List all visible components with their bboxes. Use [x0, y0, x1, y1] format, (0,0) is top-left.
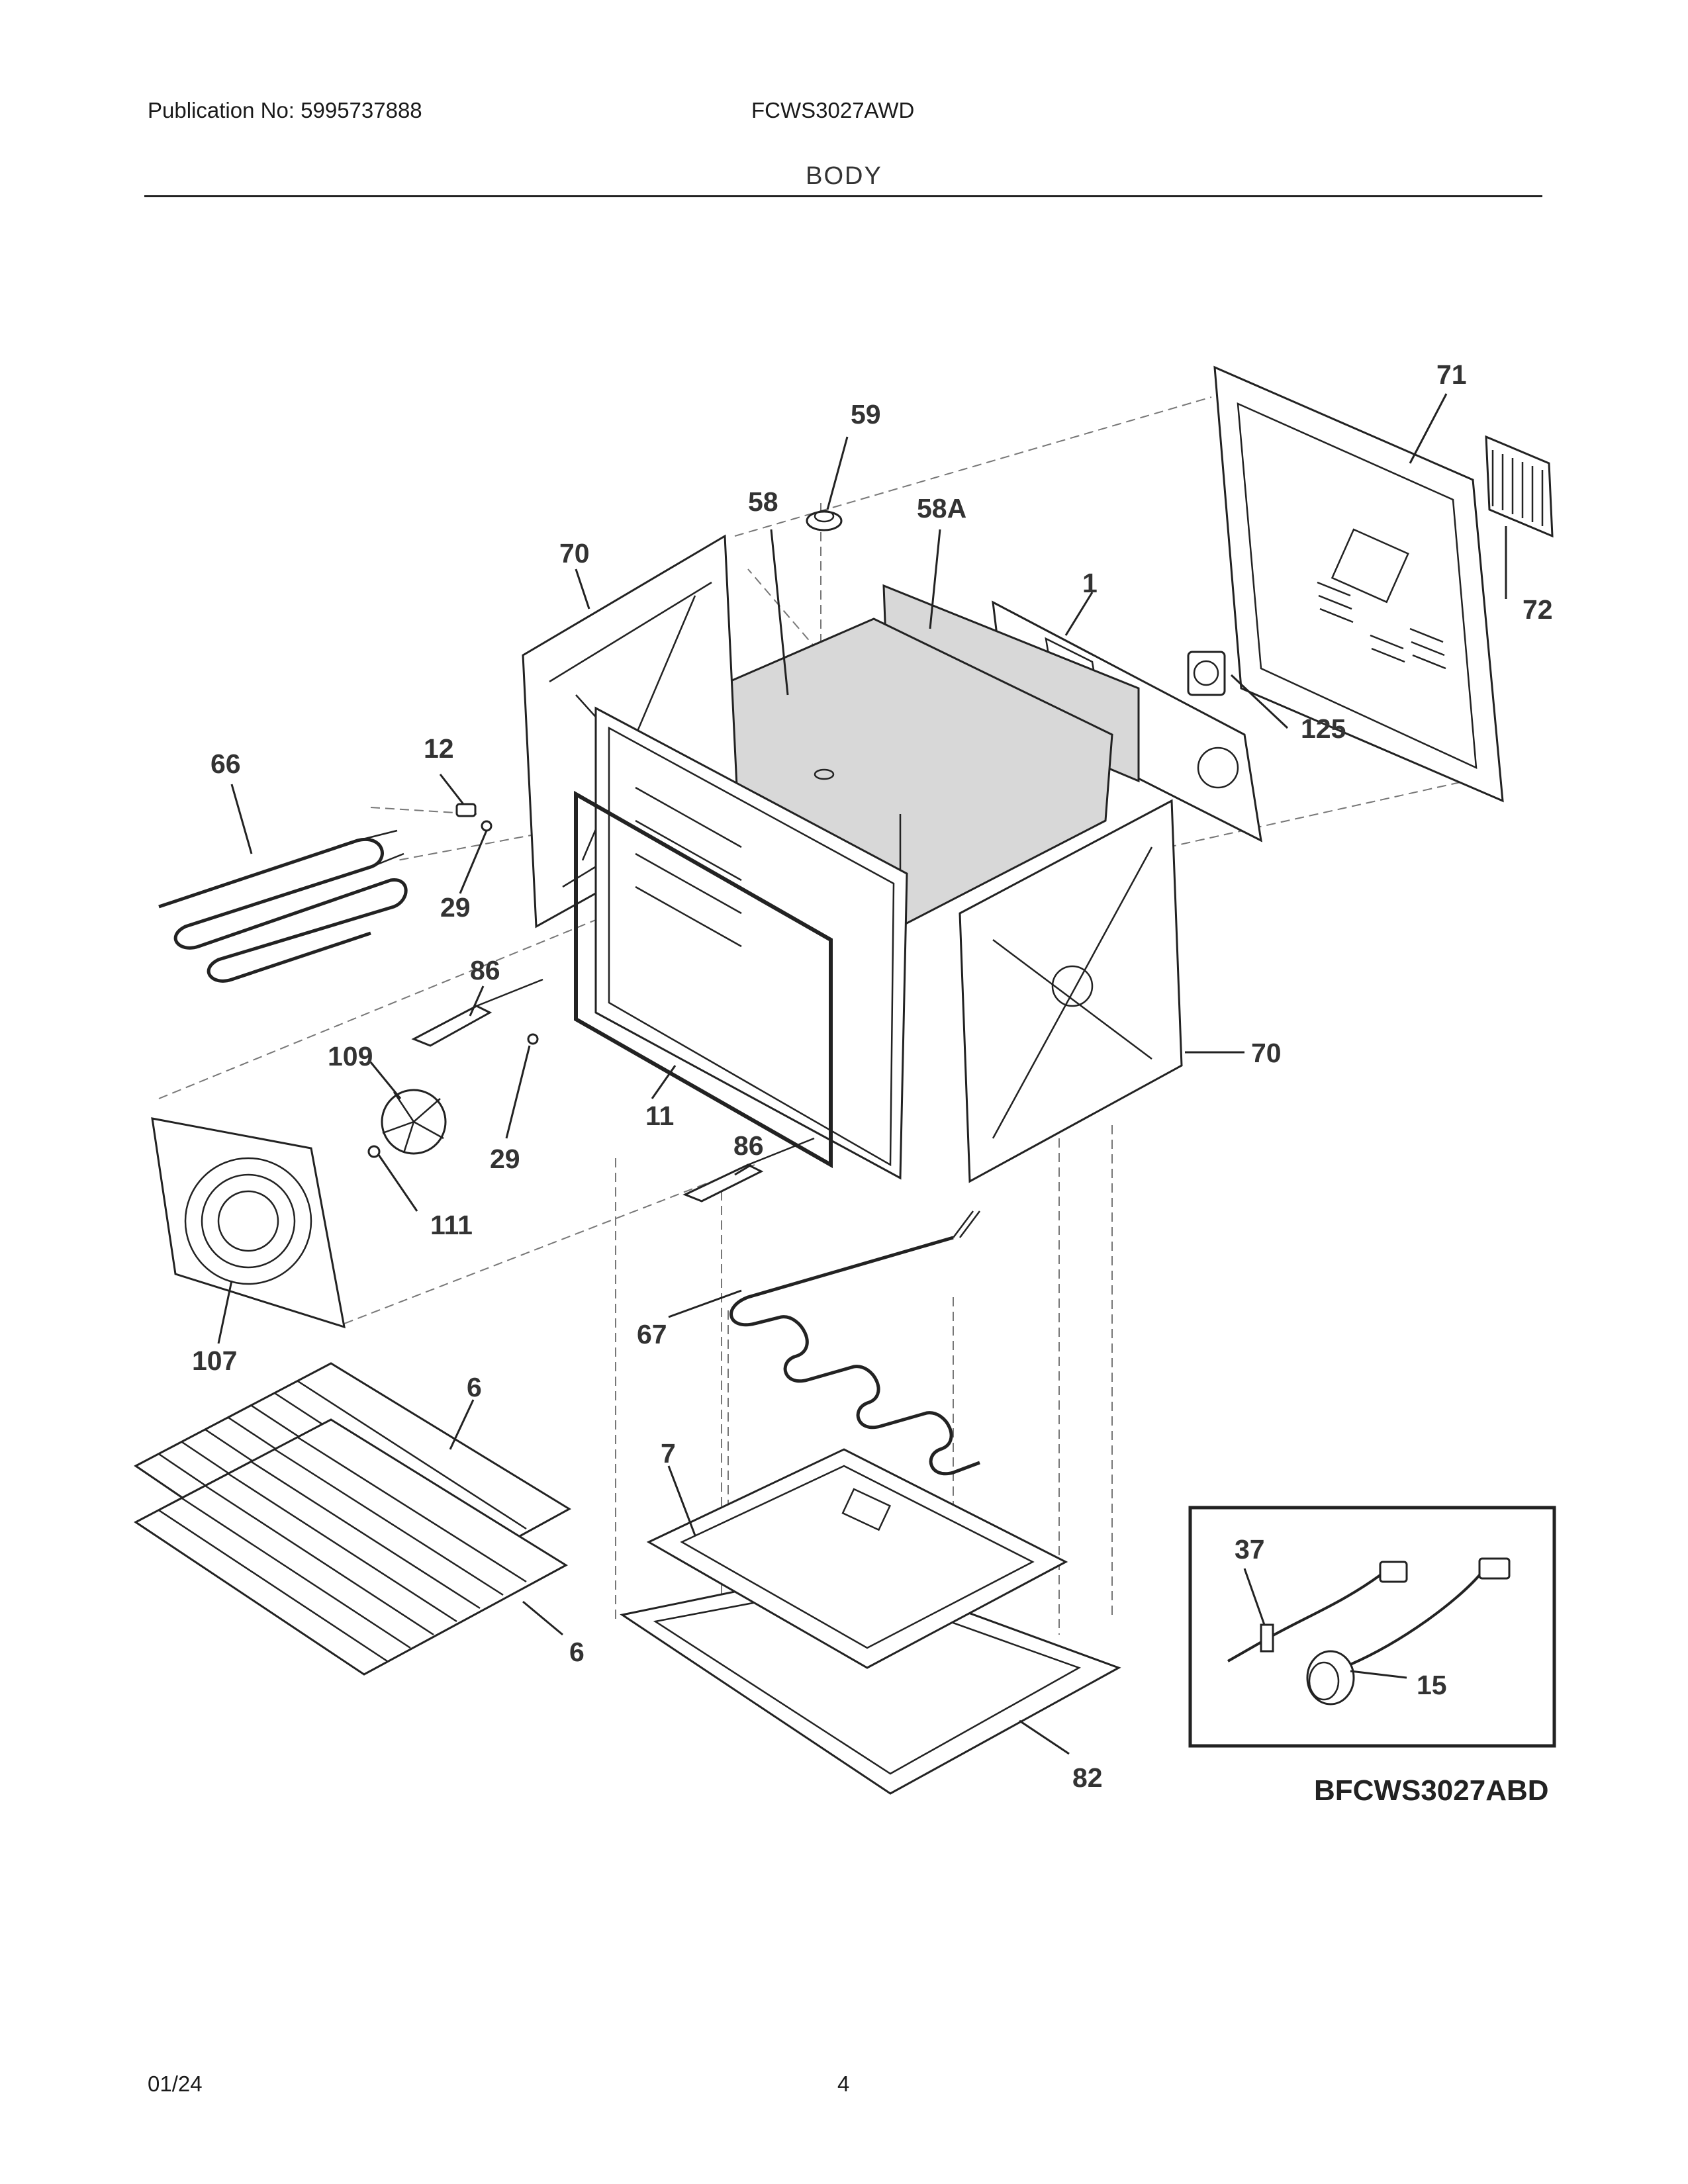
label-15: 15	[1417, 1670, 1447, 1700]
label-86-lower: 86	[733, 1130, 764, 1161]
label-71: 71	[1436, 359, 1467, 390]
sensor-probe-part-37	[1227, 1561, 1408, 1662]
label-6-upper: 6	[467, 1372, 482, 1402]
right-side-panel-part-70	[959, 799, 1183, 1183]
label-12: 12	[424, 733, 454, 764]
part-labels: 59 58 58A 71 72 70 70 1 125 12 66 29 86 …	[192, 359, 1553, 1793]
label-58: 58	[748, 486, 778, 517]
cap-part-59	[806, 510, 843, 531]
inset-box	[1188, 1506, 1556, 1748]
label-70-left: 70	[559, 538, 590, 569]
hinge-part-86-upper	[411, 978, 543, 1047]
page-number: 4	[837, 2071, 850, 2096]
label-107: 107	[192, 1345, 237, 1376]
label-7: 7	[661, 1438, 676, 1469]
diagram-code: BFCWS3027ABD	[1314, 1774, 1549, 1807]
oven-rack-part-6-lower	[134, 1418, 568, 1676]
label-111: 111	[430, 1210, 473, 1240]
screw-part-29-upper	[481, 820, 492, 832]
label-29-upper: 29	[440, 892, 471, 923]
broil-element-part-66	[158, 829, 408, 983]
model-number: FCWS3027AWD	[751, 98, 915, 122]
label-1: 1	[1082, 568, 1098, 598]
leader-lines	[217, 393, 1507, 1755]
screw-part-29-lower	[527, 1033, 539, 1045]
label-86-upper: 86	[470, 955, 500, 985]
footer-date: 01/24	[148, 2071, 203, 2096]
label-109: 109	[328, 1041, 373, 1071]
convection-fan-cover-part-107	[151, 1117, 346, 1329]
label-66: 66	[211, 749, 241, 779]
label-58a: 58A	[917, 493, 966, 523]
label-29-lower: 29	[490, 1144, 520, 1174]
vent-grille-part-72	[1485, 435, 1554, 538]
hinge-part-86-lower	[682, 1137, 815, 1203]
door-gasket-part-11	[574, 790, 833, 1169]
oven-bottom-part-7	[646, 1448, 1068, 1669]
label-6-lower: 6	[569, 1637, 585, 1667]
section-title: BODY	[806, 162, 882, 190]
label-37: 37	[1235, 1534, 1265, 1565]
label-125: 125	[1301, 713, 1346, 744]
publication-number: Publication No: 5995737888	[148, 98, 422, 122]
label-82: 82	[1072, 1762, 1103, 1793]
fan-motor-part-125	[1187, 651, 1226, 696]
header-divider	[144, 195, 1542, 197]
label-11: 11	[645, 1101, 674, 1131]
label-70-right: 70	[1251, 1038, 1282, 1068]
rear-panel-part-71	[1213, 365, 1504, 803]
light-assembly-part-15	[1306, 1557, 1511, 1706]
fan-blade-part-109	[381, 1089, 447, 1155]
sensor-part-12	[455, 803, 477, 817]
nut-part-111	[367, 1145, 381, 1158]
bake-element-part-67	[729, 1210, 980, 1476]
alignment-lines	[158, 396, 1497, 1635]
label-67: 67	[637, 1319, 667, 1349]
label-59: 59	[851, 399, 881, 430]
label-72: 72	[1523, 594, 1553, 625]
